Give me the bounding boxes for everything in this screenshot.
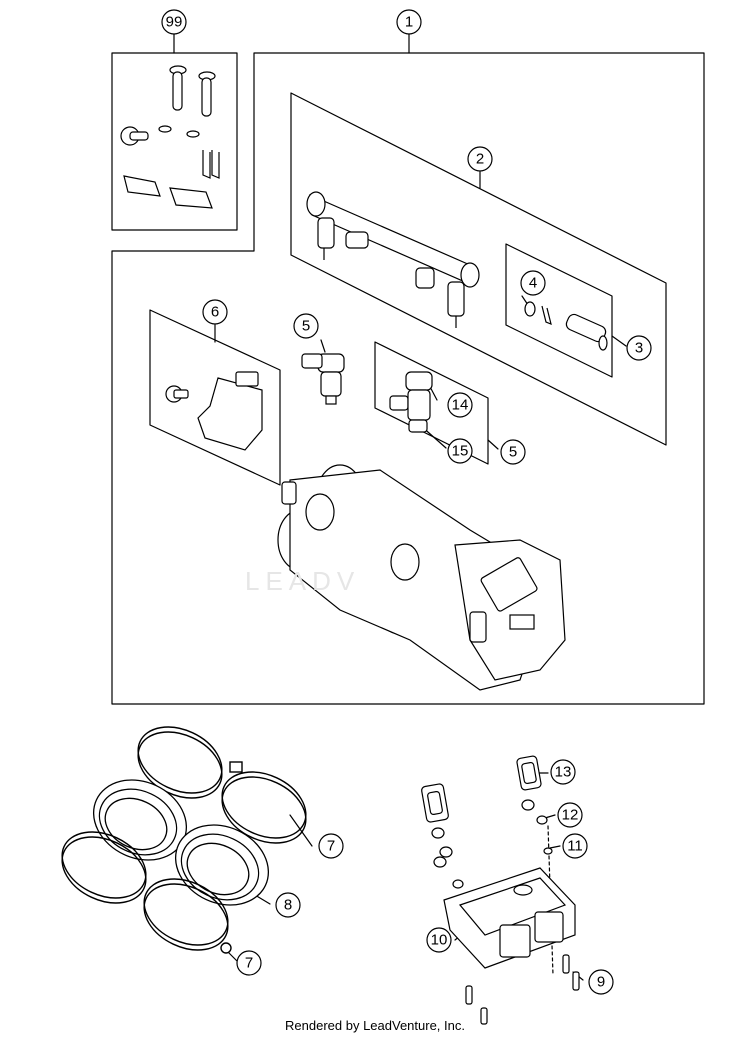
bolt-long-b bbox=[198, 71, 216, 117]
callout-15: 15 bbox=[452, 443, 469, 460]
sleeve-left bbox=[92, 779, 188, 861]
callout-7-lower: 7 bbox=[245, 955, 253, 972]
callout-4: 4 bbox=[529, 275, 537, 292]
injector-loose bbox=[301, 353, 345, 405]
grommets bbox=[431, 799, 553, 889]
fuel-rail bbox=[306, 191, 480, 328]
callout-10: 10 bbox=[431, 932, 448, 949]
bracket-pair bbox=[123, 175, 213, 209]
callout-12: 12 bbox=[562, 807, 579, 824]
callout-11: 11 bbox=[567, 838, 583, 855]
retaining-clip bbox=[541, 305, 552, 325]
fuel-rail-panel bbox=[290, 92, 667, 446]
ecu-unit bbox=[443, 867, 576, 969]
map-sensor bbox=[165, 371, 263, 451]
o-ring bbox=[524, 301, 536, 317]
clamp-bottom-right bbox=[143, 878, 232, 954]
callout-9: 9 bbox=[597, 974, 605, 991]
callout-8: 8 bbox=[284, 897, 292, 914]
callout-7-upper: 7 bbox=[327, 838, 335, 855]
footer-credit: Rendered by LeadVenture, Inc. bbox=[285, 1018, 465, 1033]
rubber-pad-left bbox=[421, 783, 449, 823]
callout-3: 3 bbox=[635, 340, 643, 357]
fitting-panel bbox=[505, 243, 613, 378]
callout-6: 6 bbox=[211, 304, 219, 321]
callout-5-loose: 5 bbox=[302, 318, 310, 335]
throttle-body bbox=[277, 464, 566, 691]
callout-13: 13 bbox=[555, 764, 572, 781]
clamp-bottom-left bbox=[61, 831, 147, 904]
callout-1: 1 bbox=[405, 14, 413, 31]
sensor-panel bbox=[149, 309, 281, 486]
fuel-fitting bbox=[565, 313, 608, 351]
bolt-long-a bbox=[169, 65, 187, 111]
injector-kit bbox=[389, 371, 433, 433]
bolt-short bbox=[120, 126, 149, 146]
ecu-screws bbox=[465, 954, 580, 1025]
injector-panel bbox=[374, 341, 489, 465]
clamp-top-right bbox=[221, 761, 307, 844]
group-1-frame bbox=[111, 52, 705, 705]
watermark-text: LEADV bbox=[245, 566, 360, 596]
washer-pair bbox=[158, 125, 200, 138]
callout-5-kit: 5 bbox=[509, 444, 517, 461]
clip-pair bbox=[202, 150, 220, 179]
callout-99: 99 bbox=[166, 14, 183, 31]
callout-2: 2 bbox=[476, 151, 484, 168]
callout-14: 14 bbox=[452, 397, 469, 414]
rubber-pad-right bbox=[516, 755, 542, 791]
